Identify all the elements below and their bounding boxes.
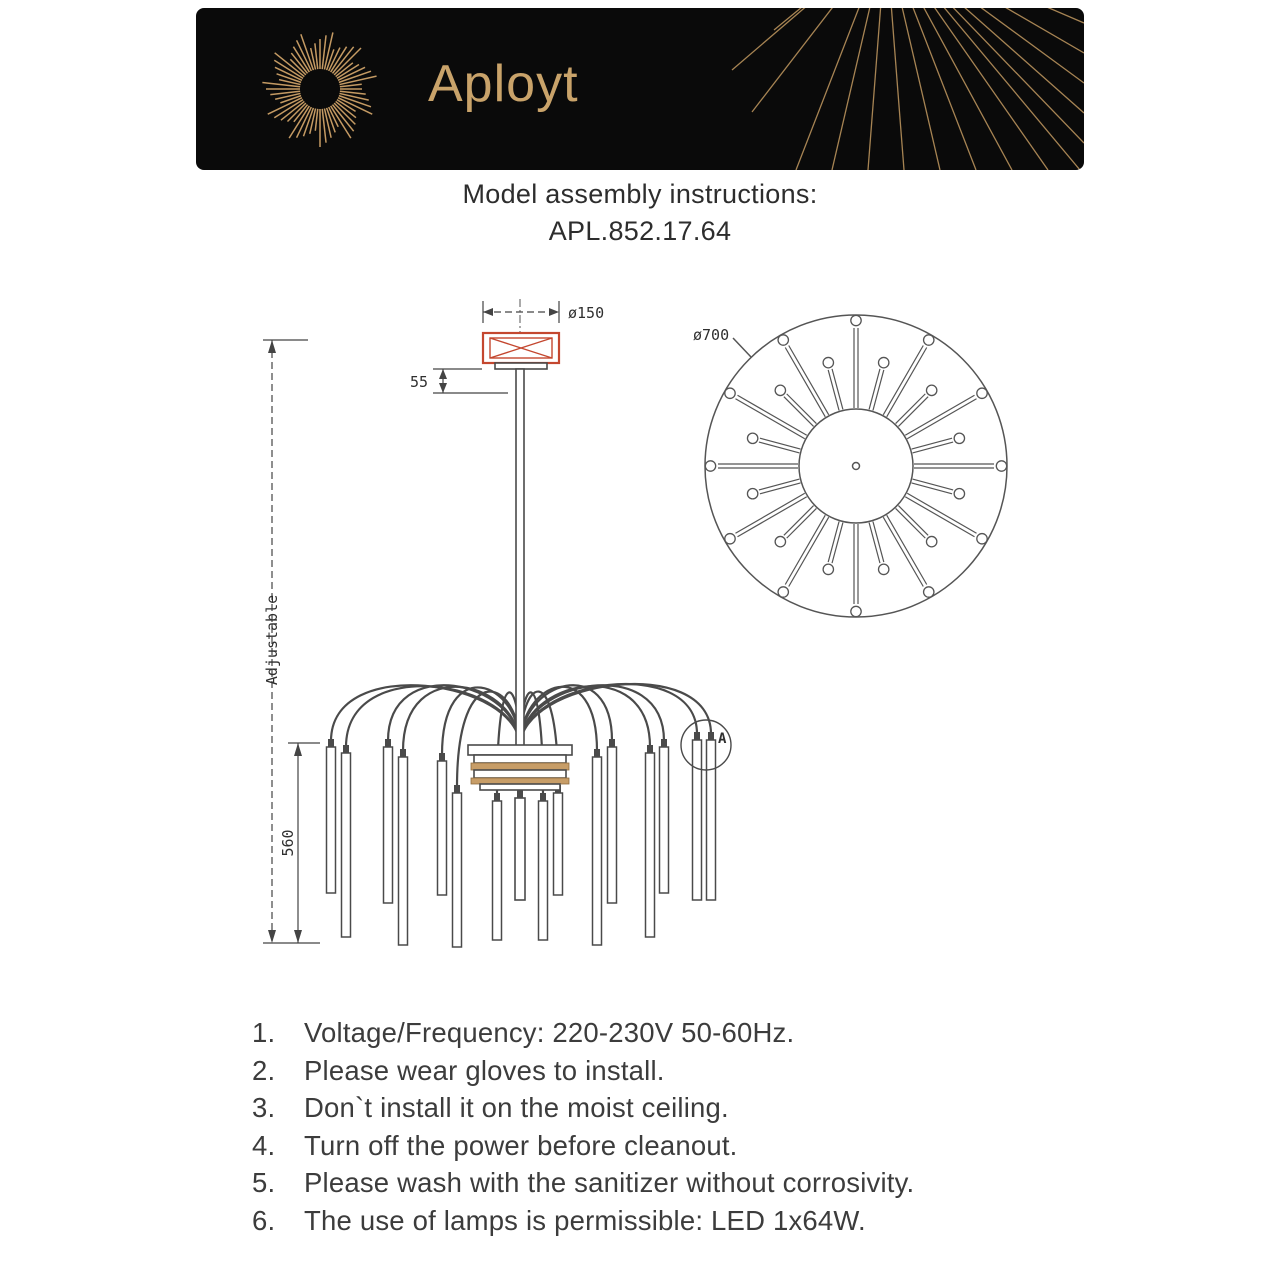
- instruction-text: Turn off the power before cleanout.: [304, 1129, 738, 1161]
- top-view-rays: [704, 314, 1008, 618]
- dim-top-diameter-label: ø700: [693, 326, 729, 344]
- page-title: Model assembly instructions:: [462, 179, 818, 209]
- instruction-number: 2.: [252, 1054, 276, 1086]
- instruction-text: Voltage/Frequency: 220-230V 50-60Hz.: [304, 1017, 795, 1048]
- instruction-item: 5. Please wash with the sanitizer withou…: [252, 1164, 1082, 1202]
- instruction-item: 4. Turn off the power before cleanout.: [252, 1127, 1082, 1165]
- instruction-item: 6. The use of lamps is permissible: LED …: [252, 1202, 1082, 1240]
- brand-name: Aployt: [428, 55, 579, 113]
- instruction-item: 1. Voltage/Frequency: 220-230V 50-60Hz.: [252, 1014, 1082, 1052]
- instruction-number: 3.: [252, 1092, 276, 1123]
- model-number: APL.852.17.64: [548, 216, 732, 246]
- instruction-item: 3. Don`t install it on the moist ceiling…: [252, 1089, 1082, 1127]
- instruction-number: 4.: [252, 1129, 276, 1161]
- dim-canopy-diameter-label: ø150: [568, 304, 604, 322]
- starburst-logo-icon: [262, 32, 377, 147]
- instruction-number: 6.: [252, 1204, 276, 1236]
- instructions-list: 1. Voltage/Frequency: 220-230V 50-60Hz. …: [252, 1014, 1082, 1239]
- instruction-number: 5.: [252, 1167, 276, 1198]
- instruction-text: Please wash with the sanitizer without c…: [304, 1167, 915, 1198]
- rays-decoration-icon: [731, 8, 1084, 170]
- chandelier-top-view-drawing: ø700: [693, 314, 1008, 618]
- starburst-center: [301, 70, 339, 108]
- brand-banner: Aployt: [196, 8, 1084, 170]
- dim-canopy-height-label: 55: [410, 373, 428, 391]
- chandelier-arms-and-tubes: [325, 682, 717, 948]
- instruction-item: 2. Please wear gloves to install.: [252, 1052, 1082, 1090]
- instruction-text: Don`t install it on the moist ceiling.: [304, 1092, 729, 1123]
- instruction-text: Please wear gloves to install.: [304, 1054, 665, 1086]
- instruction-text: The use of lamps is permissible: LED 1x6…: [304, 1204, 866, 1236]
- dim-adjustable-label: Adjustable: [263, 595, 281, 685]
- banner-art: [262, 8, 1084, 170]
- title-block: Model assembly instructions: APL.852.17.…: [0, 176, 1280, 250]
- instruction-number: 1.: [252, 1017, 276, 1048]
- detail-a-label: A: [718, 731, 727, 747]
- dim-height-label: 560: [279, 829, 297, 856]
- chandelier-side-view-drawing: ø150 55 A Adjustable: [263, 299, 732, 948]
